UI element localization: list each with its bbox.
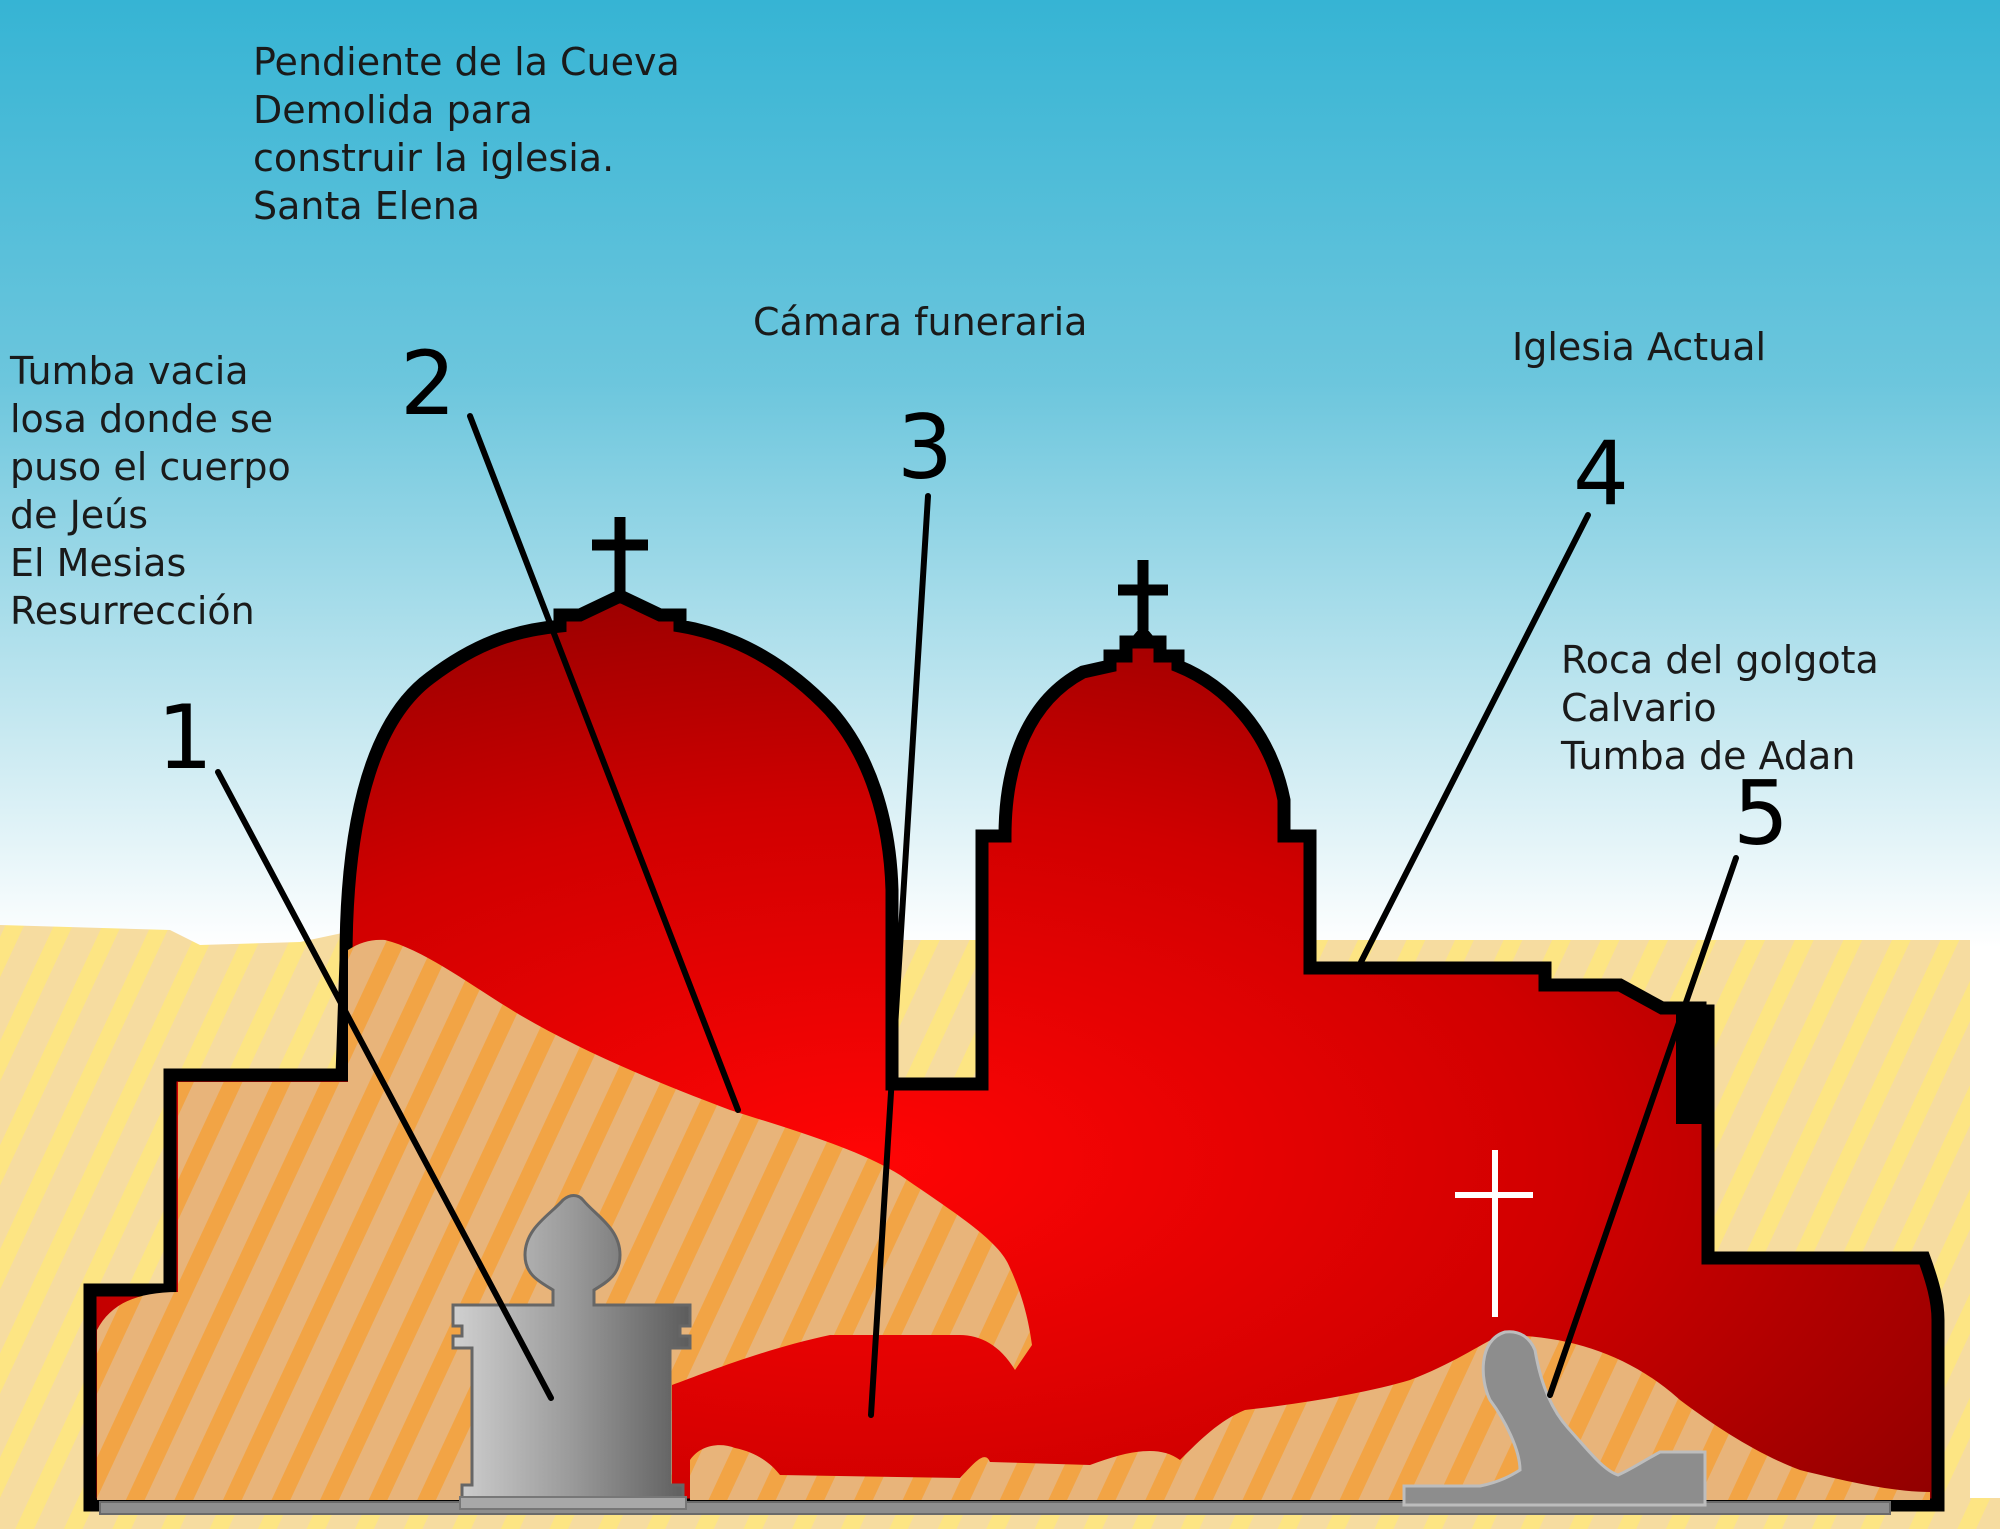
leader-line-1 [215,769,554,1401]
dome-cross-right-base [1128,624,1158,642]
number-4: 4 [1573,422,1629,525]
golgotha-rock [1402,1330,1707,1507]
number-5: 5 [1733,762,1789,865]
dome-cross-right-icon [1118,560,1168,630]
label-current-church: Iglesia Actual [1512,325,1767,369]
leader-line-2 [467,413,741,1113]
label-cave-slope: Pendiente de la Cueva Demolida para cons… [253,40,680,228]
label-golgotha-rock: Roca del golgota Calvario Tumba de Adan [1561,638,1879,778]
label-empty-tomb: Tumba vacia losa donde se puso el cuerpo… [10,349,291,633]
number-1: 1 [157,686,213,789]
leader-line-3 [868,493,931,1418]
number-2: 2 [400,332,456,435]
number-3: 3 [897,396,953,499]
golgotha-base-rock [690,1335,1930,1500]
leader-line-4 [1358,512,1591,965]
label-burial-chamber: Cámara funeraria [753,300,1088,344]
leader-line-5 [1547,855,1739,1398]
leader-lines [215,413,1739,1418]
calvary-cross-icon [1455,1150,1533,1317]
tomb-edicule [451,1194,692,1510]
dome-cross-left-icon [592,517,648,596]
church-buttress [1676,1008,1710,1124]
